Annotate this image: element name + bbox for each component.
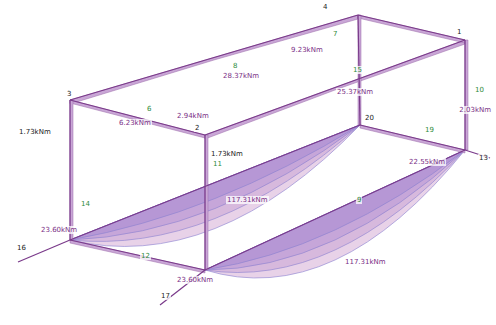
joint-number: 20 (364, 114, 375, 122)
member-number: 11 (212, 160, 223, 168)
moment-value: 6.23kNm (118, 119, 152, 127)
joint-number: 16 (16, 244, 27, 252)
joint-number: 17 (160, 292, 171, 300)
moment-value: 117.31kNm (344, 258, 387, 266)
moment-value: 2.03kNm (458, 106, 492, 114)
joint-number: 2 (194, 124, 200, 132)
member-number: 8 (232, 62, 238, 70)
small-moment-strips (70, 15, 468, 273)
joint-number: 3 (66, 90, 72, 98)
moment-value: 23.60kNm (40, 226, 78, 234)
moment-value: 9.23kNm (290, 46, 324, 54)
moment-value: 2.94kNm (176, 112, 210, 120)
joint-number: 1.73kNm (18, 128, 52, 136)
member-number: 9 (356, 196, 362, 204)
moment-value: 25.37kNm (336, 88, 374, 96)
member-number: 7 (332, 30, 338, 38)
joint-number: 1 (456, 28, 462, 36)
joint-number: 4 (322, 3, 328, 11)
member-number: 15 (352, 66, 363, 74)
moment-value: 28.37kNm (222, 72, 260, 80)
member-number: 10 (474, 86, 485, 94)
moment-value: 23.60kNm (176, 276, 214, 284)
moment-value: 22.55kNm (408, 158, 446, 166)
moment-value: 117.31kNm (226, 196, 269, 204)
joint-number: 1.73kNm (210, 150, 244, 158)
member-number: 6 (146, 105, 152, 113)
member-number: 19 (424, 126, 435, 134)
member-number: 12 (140, 252, 151, 260)
frame-members (18, 15, 490, 305)
member-number: 14 (80, 200, 91, 208)
moment-diagram (70, 125, 465, 278)
joint-number: 13 (478, 154, 489, 162)
